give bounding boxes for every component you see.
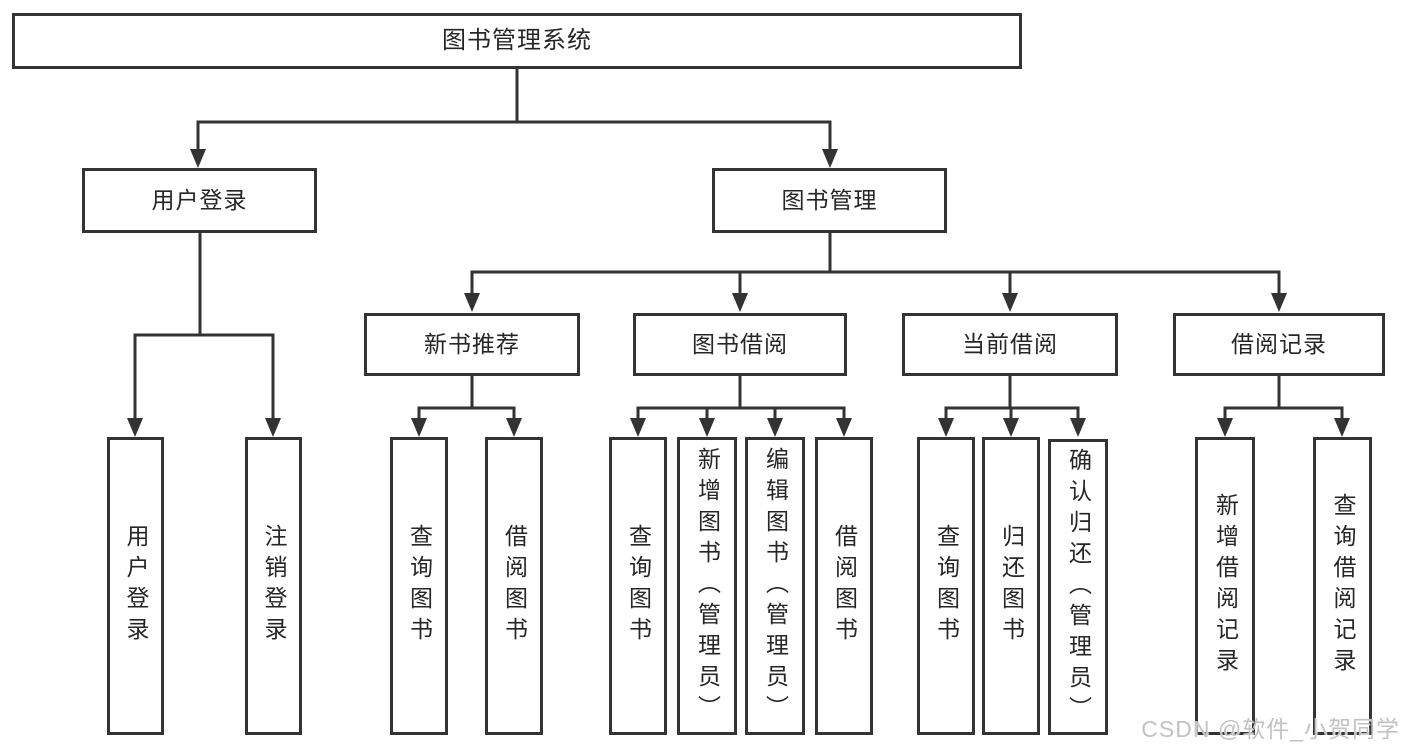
arrowhead <box>1070 418 1086 437</box>
node-bb-add-books-admin-label: 新增图书（管理员） <box>694 446 721 726</box>
node-nbr-query-books: 查询图书 <box>390 437 448 735</box>
node-current-borrow: 当前借阅 <box>902 313 1118 376</box>
arrowhead <box>630 418 646 437</box>
node-nbr-query-books-label: 查询图书 <box>406 524 433 648</box>
arrowhead <box>767 418 783 437</box>
node-br-query-record: 查询借阅记录 <box>1313 437 1372 735</box>
node-borrow-records-label: 借阅记录 <box>1231 331 1327 357</box>
node-br-add-record-label: 新增借阅记录 <box>1212 493 1239 679</box>
node-bb-borrow-books: 借阅图书 <box>815 437 873 735</box>
arrowhead <box>1003 418 1019 437</box>
tree-edges <box>133 69 1344 423</box>
arrowhead <box>127 418 143 437</box>
node-root: 图书管理系统 <box>12 13 1022 69</box>
node-bb-edit-books-admin-label: 编辑图书（管理员） <box>762 446 789 726</box>
node-cb-confirm-return-admin-label: 确认归还（管理员） <box>1065 447 1092 727</box>
node-bb-query-books-label: 查询图书 <box>625 524 652 648</box>
arrowhead <box>1271 293 1287 312</box>
arrowhead <box>699 418 715 437</box>
node-cb-query-books: 查询图书 <box>917 437 975 735</box>
node-bb-add-books-admin: 新增图书（管理员） <box>677 437 737 735</box>
arrowhead <box>411 418 427 437</box>
node-book-management-branch: 图书管理 <box>712 168 947 233</box>
arrowhead <box>938 418 954 437</box>
watermark: CSDN @软件_小贺同学 <box>1141 716 1400 742</box>
arrowhead <box>822 149 838 168</box>
node-new-book-recommend-label: 新书推荐 <box>424 331 520 357</box>
node-cb-return-books-label: 归还图书 <box>998 524 1025 648</box>
node-bb-edit-books-admin: 编辑图书（管理员） <box>745 437 805 735</box>
arrowhead <box>1002 293 1018 312</box>
node-borrow-records: 借阅记录 <box>1173 313 1385 376</box>
node-user-login-branch-label: 用户登录 <box>151 187 248 213</box>
node-book-borrow: 图书借阅 <box>633 313 847 376</box>
node-logout-leaf-label: 注销登录 <box>261 524 287 648</box>
node-book-management-branch-label: 图书管理 <box>781 187 878 213</box>
node-cb-return-books: 归还图书 <box>982 437 1040 735</box>
arrowhead <box>190 149 206 168</box>
node-user-login-leaf-label: 用户登录 <box>123 524 149 648</box>
node-root-label: 图书管理系统 <box>442 27 592 54</box>
node-new-book-recommend: 新书推荐 <box>364 313 580 376</box>
node-br-query-record-label: 查询借阅记录 <box>1330 493 1356 679</box>
node-book-borrow-label: 图书借阅 <box>692 331 788 357</box>
node-nbr-borrow-books-label: 借阅图书 <box>501 524 528 648</box>
arrowhead <box>265 418 281 437</box>
node-br-add-record: 新增借阅记录 <box>1195 437 1255 735</box>
node-bb-borrow-books-label: 借阅图书 <box>831 524 858 648</box>
node-user-login-leaf: 用户登录 <box>107 437 164 735</box>
arrowhead <box>464 293 480 312</box>
node-cb-query-books-label: 查询图书 <box>933 524 960 648</box>
arrowhead <box>836 418 852 437</box>
node-bb-query-books: 查询图书 <box>609 437 667 735</box>
node-current-borrow-label: 当前借阅 <box>962 331 1058 357</box>
arrowhead <box>732 293 748 312</box>
node-logout-leaf: 注销登录 <box>245 437 302 735</box>
node-nbr-borrow-books: 借阅图书 <box>485 437 543 735</box>
arrowhead <box>506 418 522 437</box>
node-cb-confirm-return-admin: 确认归还（管理员） <box>1048 439 1108 735</box>
node-user-login-branch: 用户登录 <box>82 168 317 233</box>
arrowhead <box>1334 418 1350 437</box>
arrowhead <box>1217 418 1233 437</box>
arrowheads <box>127 149 1350 437</box>
